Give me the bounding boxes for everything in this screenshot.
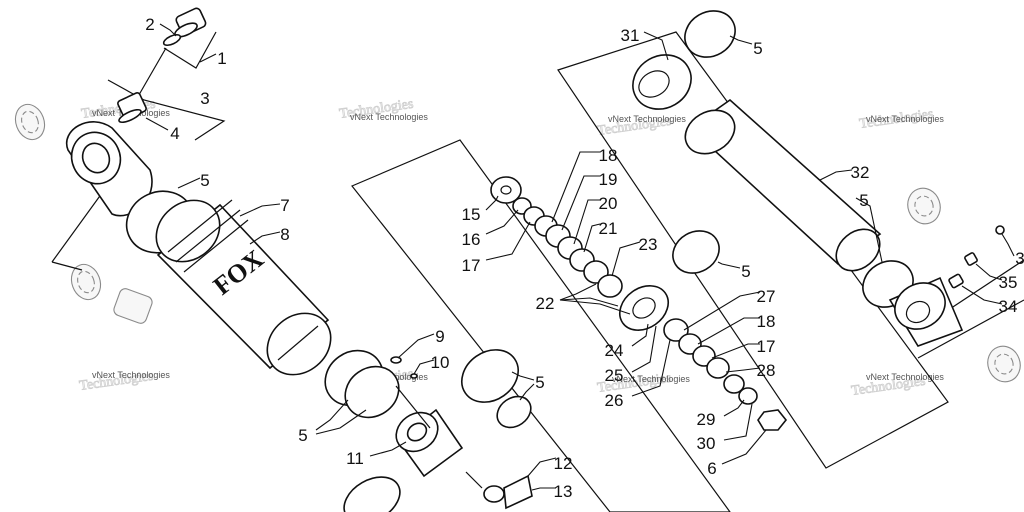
callout-c23: 23 (639, 235, 658, 254)
shim-stack (490, 176, 788, 431)
callout-c28: 28 (757, 361, 776, 380)
callout-c16: 16 (462, 230, 481, 249)
callout-c12: 12 (554, 454, 573, 473)
valve-34 (948, 273, 964, 289)
pin-10 (410, 373, 418, 379)
o-ring-5b (496, 395, 532, 429)
callout-c5c: 5 (298, 426, 307, 445)
callout-c2: 2 (145, 15, 154, 34)
callout-c5b: 5 (535, 373, 544, 392)
callout-c8: 8 (280, 225, 289, 244)
eye-cap-right (888, 276, 964, 347)
shim-23 (597, 274, 623, 298)
callout-c30: 30 (697, 434, 716, 453)
o-ring-small (162, 33, 182, 47)
callout-c25: 25 (605, 366, 624, 385)
callout-c5a: 5 (200, 171, 209, 190)
shim-27 (663, 318, 689, 342)
callout-c17b: 17 (757, 337, 776, 356)
callout-c29: 29 (697, 410, 716, 429)
bushing-guide (51, 261, 83, 271)
callout-c9: 9 (435, 327, 444, 346)
callout-c35: 35 (999, 273, 1018, 292)
bushing-lower-left (70, 263, 153, 324)
frame-right-edge2 (917, 299, 1024, 359)
callout-c7: 7 (280, 196, 289, 215)
callout-c18b: 18 (757, 312, 776, 331)
watermark: vNext Technologies (350, 112, 428, 122)
guide-line2 (465, 471, 483, 489)
upper-shock-assembly: FOX (14, 7, 332, 376)
schrader-valve (117, 92, 147, 124)
valve-35 (964, 252, 978, 266)
watermark: vNext Technologies (92, 370, 170, 380)
valve-cap-36 (995, 225, 1005, 235)
callout-c32: 32 (851, 163, 870, 182)
watermark: vNext Technologies (866, 114, 944, 124)
piston-24 (619, 285, 669, 331)
pin-9 (390, 356, 402, 364)
callout-c18a: 18 (599, 146, 618, 165)
callout-c5e: 5 (741, 262, 750, 281)
callout-c21: 21 (599, 219, 618, 238)
valve-stem-line (135, 47, 167, 101)
callout-c17a: 17 (462, 256, 481, 275)
callout-c5f: 5 (859, 191, 868, 210)
seal-assembly (324, 349, 533, 512)
guide-line (395, 385, 431, 429)
frame-item-3 (107, 79, 226, 141)
callout-c34: 34 (999, 297, 1018, 316)
watermark: vNext Technologies (866, 372, 944, 382)
leader-lines (145, 23, 1015, 491)
eyelet-bushing-left (14, 103, 46, 141)
callout-c3b: 3 (1015, 249, 1024, 268)
reservoir-tube-32 (684, 98, 882, 272)
callout-c27: 27 (757, 287, 776, 306)
nut-6 (757, 409, 788, 431)
callout-c1: 1 (217, 49, 226, 68)
seal-ring-bottom (343, 476, 401, 512)
washer-15 (490, 176, 522, 204)
bushing-right-lower (987, 345, 1021, 383)
watermark: vNext Technologies (608, 114, 686, 124)
callout-c31: 31 (621, 26, 640, 45)
callout-c6: 6 (707, 459, 716, 478)
callout-c22: 22 (536, 294, 555, 313)
callout-c11: 11 (346, 449, 364, 468)
callout-c15: 15 (462, 205, 481, 224)
callout-c19: 19 (599, 170, 618, 189)
piston-11 (395, 408, 464, 478)
ring-5-center (672, 230, 720, 274)
callout-c20: 20 (599, 194, 618, 213)
seal-ring-b (344, 365, 400, 419)
callout-c13: 13 (554, 482, 573, 501)
shim-28 (706, 357, 730, 379)
shim-29 (723, 374, 745, 394)
shock-body: FOX (155, 199, 332, 376)
callout-c3: 3 (200, 89, 209, 108)
callout-c4: 4 (170, 124, 179, 143)
end-cap-31 (632, 54, 692, 110)
watermark: vNext Technologies (612, 374, 690, 384)
washer-30 (738, 387, 758, 405)
upper-eye-mount (65, 121, 153, 217)
callout-c10: 10 (431, 353, 450, 372)
reservoir-assembly (632, 10, 1021, 383)
frame-right (557, 31, 949, 469)
bushing-right-upper (907, 187, 941, 225)
callout-c24: 24 (605, 341, 624, 360)
seal-ring-5b (461, 349, 519, 403)
frame-item-1 (163, 31, 217, 69)
o-ring-5-top (684, 10, 736, 58)
callout-c26: 26 (605, 391, 624, 410)
shaft-eye-12 (483, 474, 533, 510)
callout-c5d: 5 (753, 39, 762, 58)
